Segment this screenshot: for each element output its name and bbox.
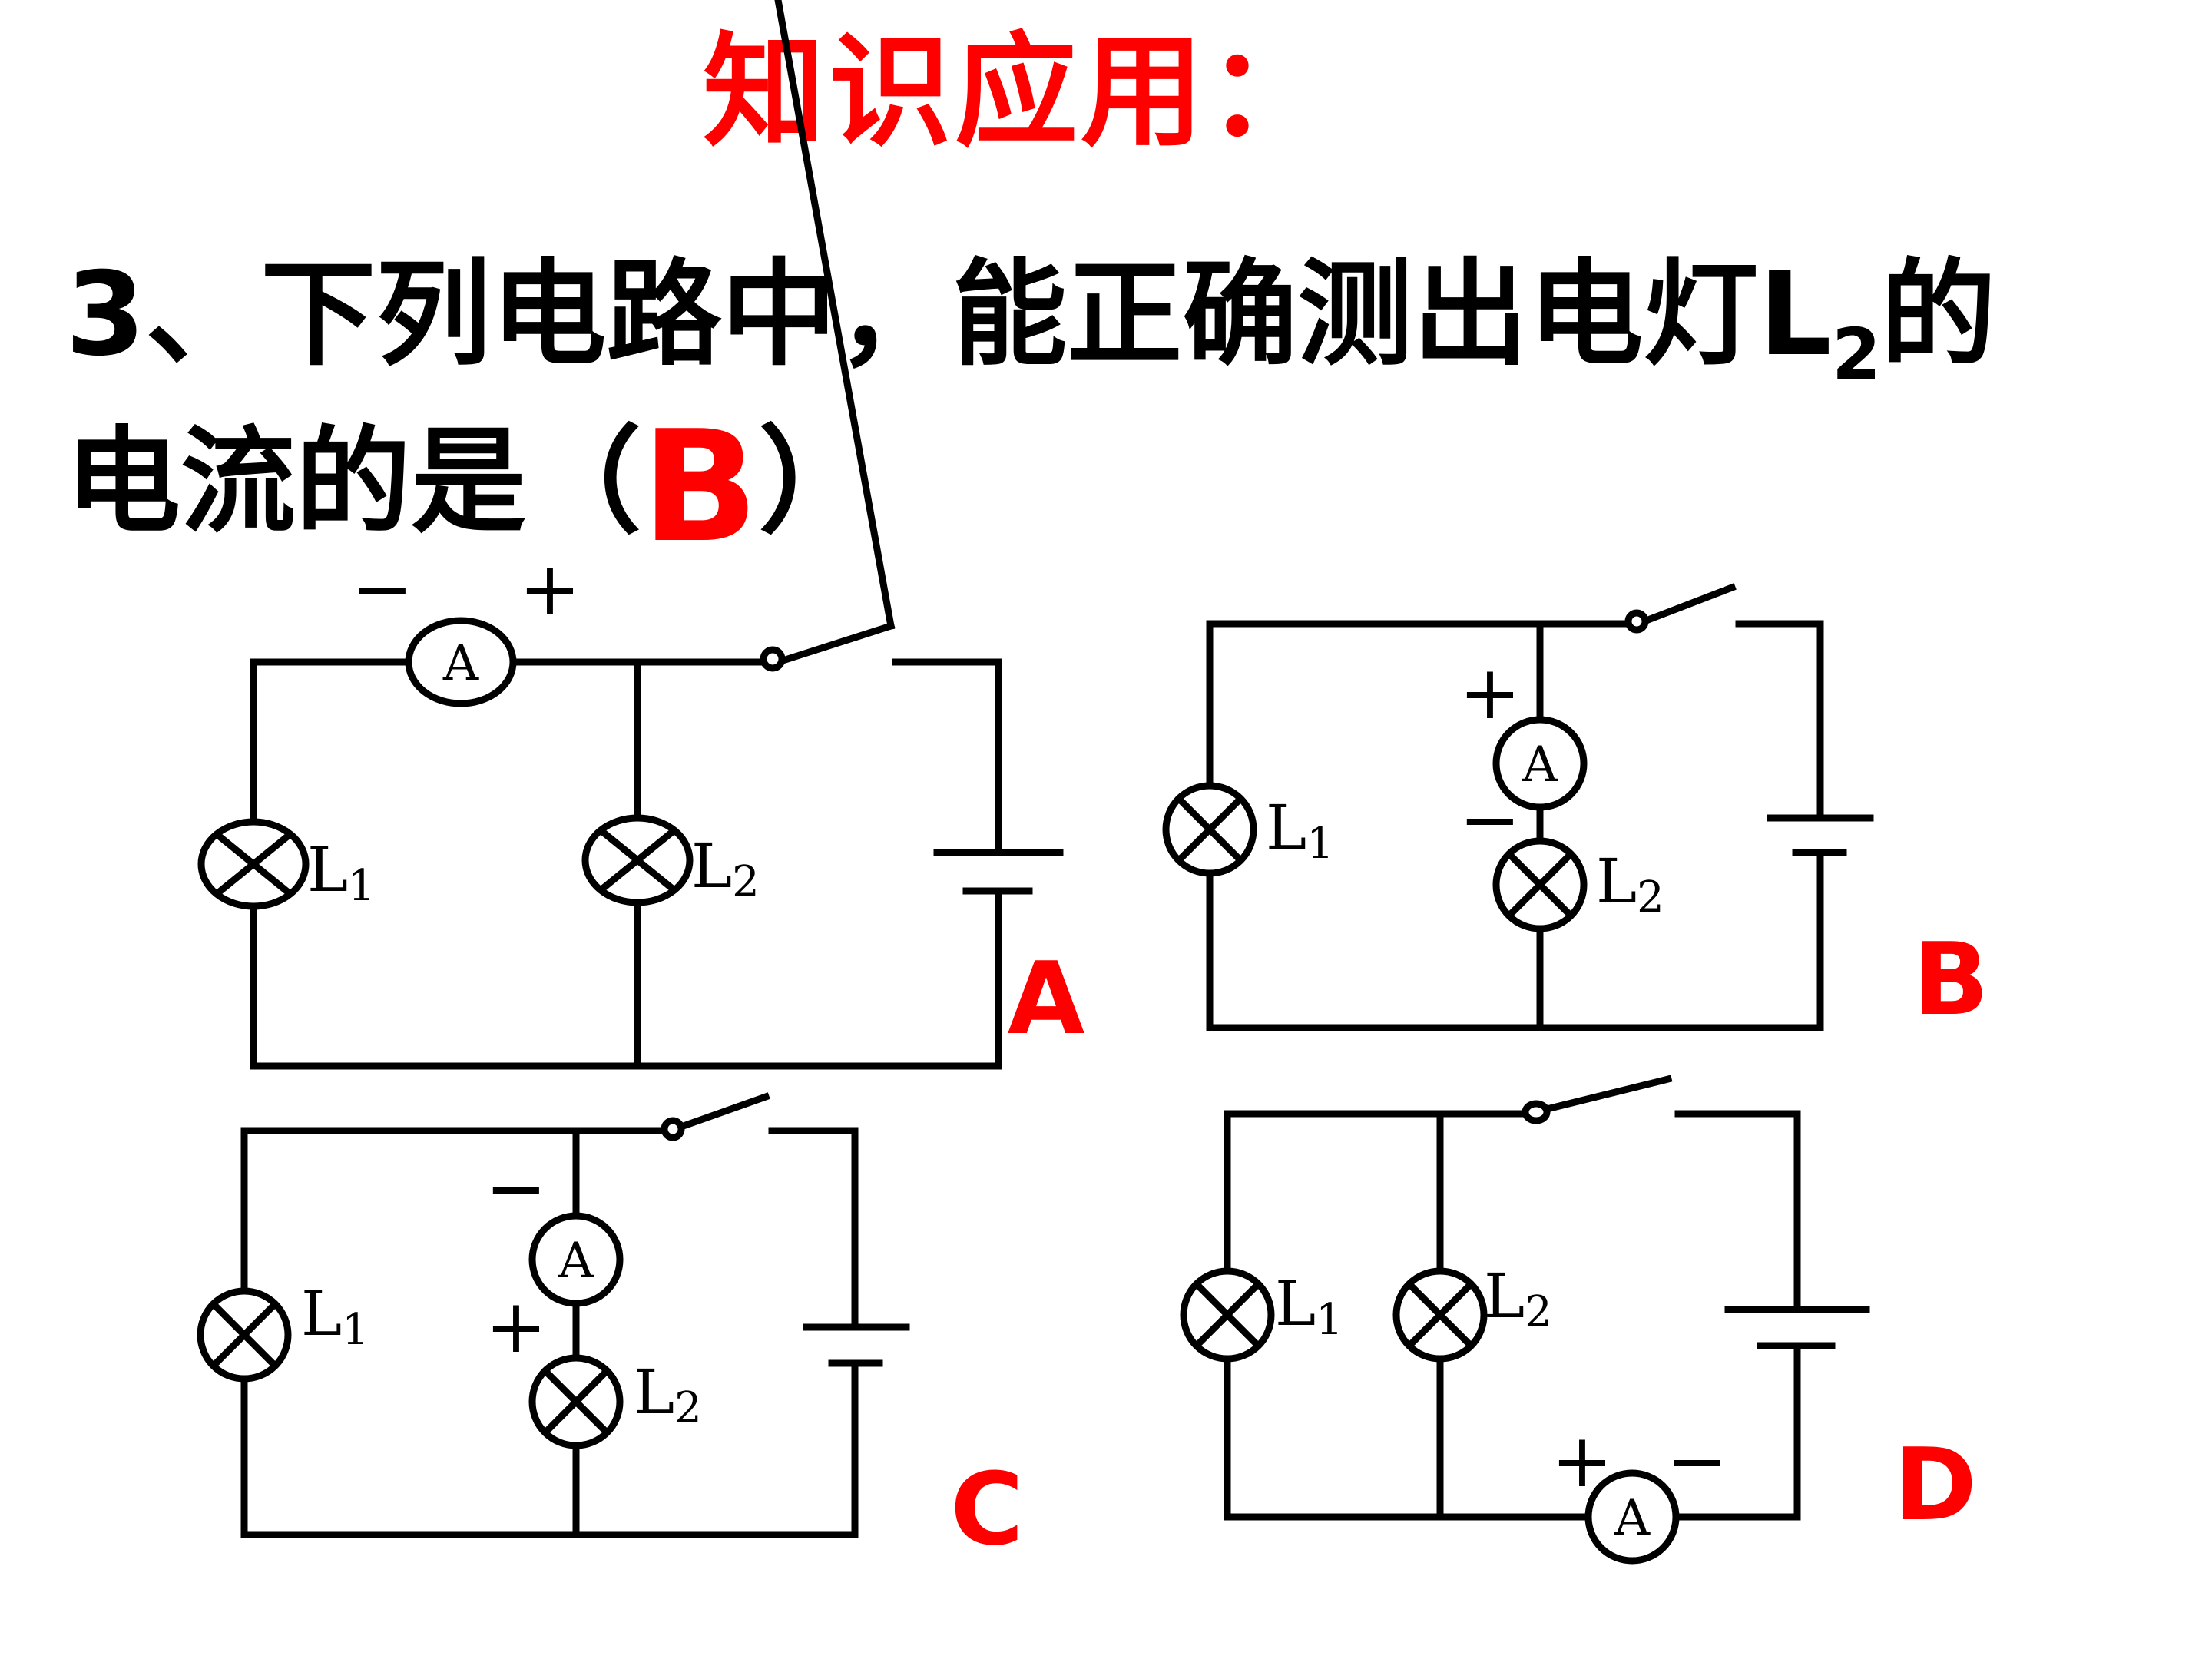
- lamp-d-l1: [1180, 1267, 1275, 1363]
- lamp-b-l2: [1492, 837, 1588, 932]
- circuit-d: A + − L1 L2 D: [1180, 1075, 1977, 1565]
- ammeter-b: A: [1492, 716, 1588, 811]
- ammeter-a-minus: −: [352, 546, 413, 632]
- ammeter-d-minus: −: [1667, 1418, 1728, 1504]
- ammeter-c-plus: +: [485, 1283, 547, 1369]
- option-c-label: C: [950, 1451, 1023, 1568]
- ammeter-c: A: [528, 1212, 624, 1307]
- switch-a-lever: [773, 621, 896, 667]
- switch-lever: [774, 0, 896, 631]
- option-d-label: D: [1894, 1426, 1977, 1543]
- switch-d-pivot: [1522, 1100, 1551, 1124]
- answer-letter: B: [641, 398, 759, 577]
- ammeter-b-label: A: [1522, 737, 1558, 793]
- section-heading: 知识应用：: [703, 20, 1333, 164]
- question-subscript: 2: [1831, 313, 1881, 396]
- lamp-c-l2-label: L2: [634, 1356, 702, 1433]
- ammeter-c-label: A: [558, 1233, 594, 1290]
- lamp-d-l2-label: L2: [1484, 1260, 1552, 1337]
- lamp-b-l1-label: L1: [1266, 792, 1334, 869]
- lamp-a-l2-label: L2: [691, 830, 760, 907]
- ammeter-d-label: A: [1614, 1490, 1651, 1547]
- lamp-d-l1-label: L1: [1275, 1268, 1343, 1345]
- ammeter-d-plus: +: [1551, 1418, 1613, 1504]
- question-text-2-end: ）: [758, 416, 874, 549]
- ammeter-d: A: [1584, 1469, 1680, 1565]
- lamp-a-l1-label: L1: [307, 834, 376, 911]
- question-line-1: 3、下列电路中，能正确测出电灯L2的: [65, 257, 1996, 390]
- option-a-label: A: [1008, 940, 1085, 1057]
- question-text-2: 电流的是（: [65, 416, 642, 549]
- lamp-d-l2: [1392, 1267, 1488, 1363]
- question-line-2: 电流的是（B）: [65, 411, 873, 565]
- option-b-label: B: [1912, 921, 1988, 1038]
- switch-d-lever: [1539, 1075, 1673, 1114]
- circuit-b: A + − L1 L2 B: [1162, 583, 1989, 1038]
- lamp-a-l1: [197, 818, 310, 910]
- switch-b-lever: [1637, 583, 1737, 627]
- switch-b-pivot: [1624, 609, 1649, 634]
- circuit-a: A − + L1 L2 A: [197, 0, 1085, 1070]
- switch-c-pivot: [661, 1117, 685, 1141]
- ammeter-a-plus: +: [519, 546, 581, 632]
- question-text-1: 3、下列电路中，能正确测出电灯L: [65, 248, 1832, 382]
- question-text-1-end: 的: [1880, 248, 1996, 382]
- switch-c-lever: [674, 1092, 770, 1132]
- lamp-c-l1: [197, 1287, 292, 1382]
- lamp-c-l2: [528, 1354, 624, 1449]
- lamp-b-l1: [1162, 782, 1257, 877]
- ammeter-c-minus: −: [485, 1145, 547, 1231]
- switch-a-pivot: [760, 646, 786, 672]
- lamp-b-l2-label: L2: [1596, 846, 1664, 922]
- ammeter-a: A: [405, 617, 517, 707]
- ammeter-a-label: A: [442, 635, 479, 692]
- lamp-a-l2: [581, 814, 694, 906]
- circuit-c: A − + L1 L2 C: [197, 1092, 1024, 1568]
- lamp-c-l1-label: L1: [301, 1278, 369, 1355]
- ammeter-b-plus: +: [1459, 650, 1521, 736]
